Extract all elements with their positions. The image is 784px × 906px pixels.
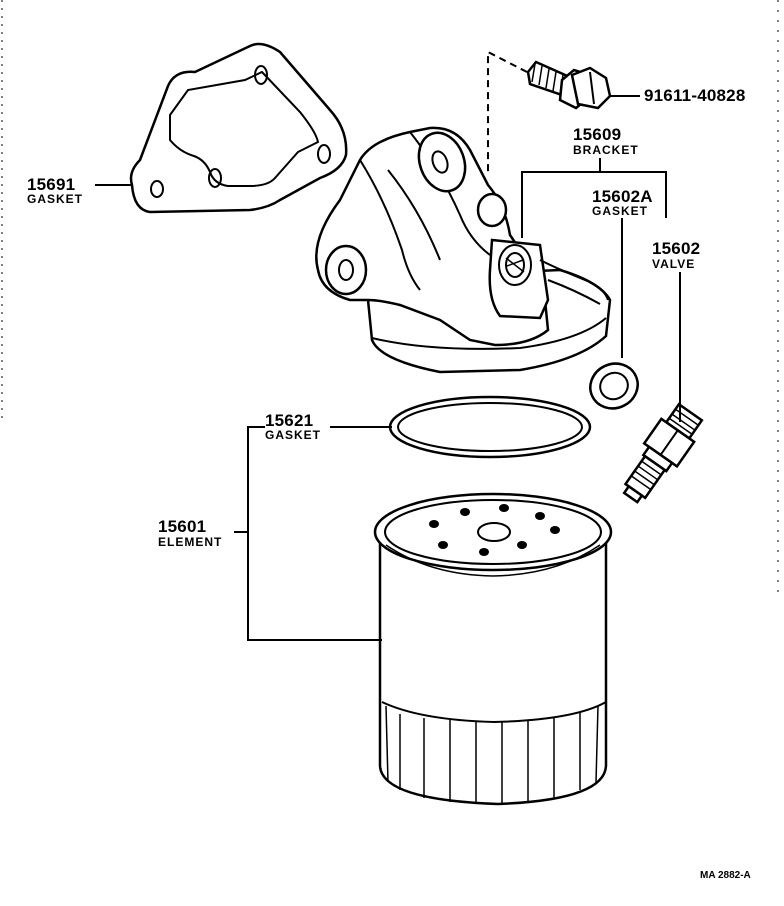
element-gasket-part-number: 15621 (265, 411, 314, 430)
valve-gasket-part-number: 15602A (592, 187, 653, 206)
filter-element-drawing (373, 492, 613, 806)
bracket-gasket-name: GASKET (27, 192, 84, 206)
element-gasket-drawing (388, 395, 592, 459)
bracket-part-number: 15609 (573, 125, 622, 144)
bracket-drawing (315, 126, 612, 374)
valve-drawing (622, 402, 704, 504)
bracket-gasket-part-number: 15691 (27, 175, 76, 194)
valve-gasket-drawing (589, 362, 639, 410)
leader-lines (95, 95, 681, 641)
bracket-name: BRACKET (573, 143, 639, 157)
element-part-number: 15601 (158, 517, 207, 536)
bolt-part-number: 91611-40828 (644, 86, 746, 105)
element-name: ELEMENT (158, 535, 223, 549)
valve-name: VALVE (652, 257, 696, 271)
bracket-gasket-drawing (129, 42, 348, 214)
valve-gasket-name: GASKET (592, 204, 649, 218)
valve-part-number: 15602 (652, 239, 701, 258)
bolt-drawing (487, 50, 612, 172)
figure-reference: MA 2882-A (700, 870, 751, 881)
element-gasket-name: GASKET (265, 428, 322, 442)
